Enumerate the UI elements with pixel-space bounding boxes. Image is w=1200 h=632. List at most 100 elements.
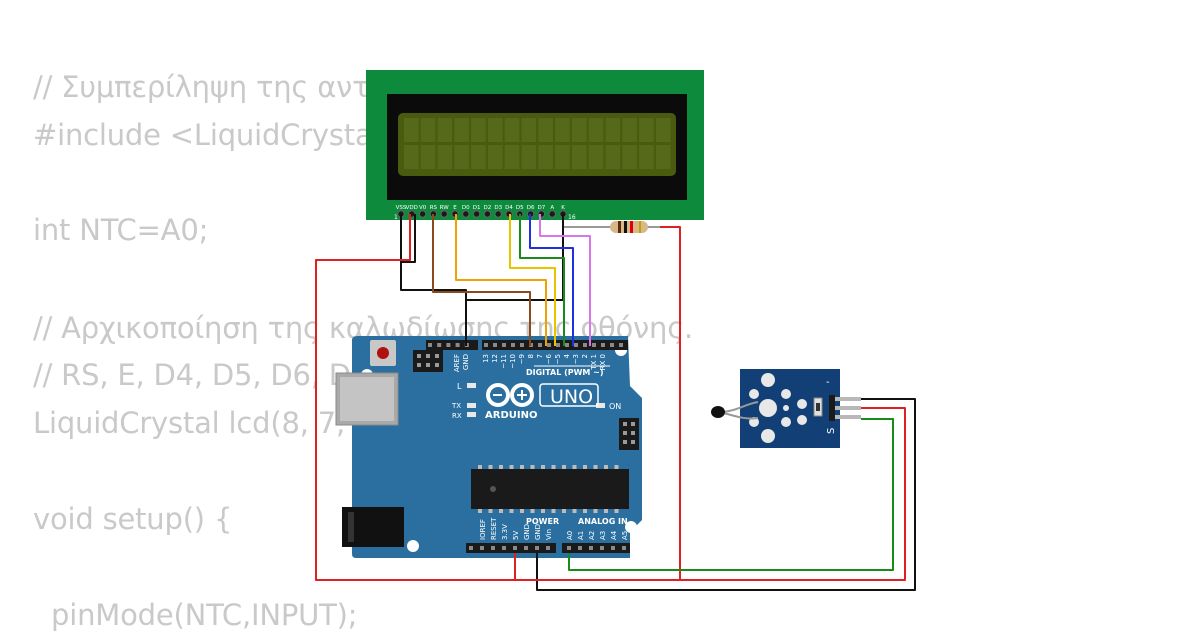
header-pin[interactable] (610, 343, 614, 347)
lcd-character-cell (555, 118, 570, 142)
arduino-brand-label: ARDUINO (485, 410, 537, 421)
lcd-pin-rw[interactable] (440, 210, 448, 218)
header-pin[interactable] (491, 546, 495, 550)
header-pin[interactable] (556, 343, 560, 347)
digital-pin-label: 2 (581, 354, 589, 358)
lcd-character-cell (404, 118, 419, 142)
ntc-sensor-module[interactable]: - S (711, 369, 861, 448)
lcd-pin-label: D5 (516, 205, 524, 211)
backlight-resistor[interactable] (563, 221, 660, 233)
chip-leg (562, 509, 566, 513)
header-pin[interactable] (437, 343, 442, 347)
lcd-pin-d1[interactable] (472, 210, 481, 218)
header-pin[interactable] (493, 343, 497, 347)
lcd-pin-d3[interactable] (494, 210, 502, 218)
chip-leg (499, 465, 503, 469)
header-pin[interactable] (502, 546, 506, 550)
wire-lcd-vdd-5v (315, 214, 516, 581)
mounting-hole (625, 521, 637, 533)
lcd-pin-a[interactable] (548, 210, 556, 218)
on-led (596, 403, 605, 408)
chip-leg (488, 465, 493, 469)
header-pin[interactable] (520, 343, 524, 347)
chip-leg (509, 465, 514, 469)
lcd-character-cell (454, 118, 469, 142)
digital-pin-label: ~6 (545, 353, 553, 364)
analog-header (562, 543, 630, 553)
header-pin[interactable] (428, 343, 432, 347)
header-pin[interactable] (589, 546, 593, 550)
header-pin[interactable] (619, 343, 623, 347)
header-pin[interactable] (567, 546, 571, 550)
header-pin[interactable] (535, 546, 539, 550)
sensor-pin (835, 406, 861, 410)
digital-pin-label: TX 1 (590, 354, 598, 371)
power-pin-label: GND (534, 524, 542, 540)
lcd-pin-label: K (561, 205, 565, 211)
power-pin-label: GND (523, 524, 531, 540)
header-pin[interactable] (592, 343, 596, 347)
header-pin[interactable] (622, 546, 626, 550)
header-pin[interactable] (455, 343, 460, 347)
lcd-character-cell (572, 145, 587, 169)
wire-lcd-d6-pin4 (529, 214, 574, 346)
lcd-pin-label: D3 (494, 205, 502, 211)
header-pin[interactable] (611, 546, 615, 550)
header-pin[interactable] (546, 546, 550, 550)
lcd-character-cell (656, 145, 671, 169)
lcd-pin-first-number: 1 (394, 214, 398, 221)
sensor-pcb (740, 369, 840, 448)
atmega-chip (471, 469, 629, 509)
header-pin[interactable] (601, 343, 605, 347)
lcd-pin-label: RW (440, 205, 450, 211)
analog-in-label: ANALOG IN (578, 517, 628, 526)
header-pin[interactable] (502, 343, 506, 347)
ntc-thermistor-bead (711, 406, 725, 418)
sensor-pad (781, 417, 791, 427)
wire-lcd-d5-pin5 (519, 214, 565, 346)
rx-led-label: RX (452, 412, 462, 420)
header-pin[interactable] (600, 546, 604, 550)
header-pin[interactable] (578, 546, 582, 550)
header-pin[interactable] (511, 343, 515, 347)
wire-lcd-d4-pin6 (509, 214, 556, 346)
digital-pin-label: 7 (536, 354, 544, 358)
lcd-pin-label: D4 (505, 205, 513, 211)
chip-leg (520, 509, 524, 513)
lcd-pin-d2[interactable] (483, 210, 492, 218)
lcd-pin-d0[interactable] (462, 210, 470, 218)
header-pin[interactable] (524, 546, 528, 550)
lcd-pin-label: VSS (396, 205, 407, 211)
header-pin[interactable] (469, 546, 473, 550)
header-pin[interactable] (484, 343, 488, 347)
header-pin[interactable] (480, 546, 484, 550)
lcd-character-cell (488, 118, 503, 142)
digital-pin-label: 4 (563, 353, 571, 358)
wire-sensor-gnd (536, 398, 916, 591)
header-pin[interactable] (565, 343, 569, 347)
header-pin[interactable] (547, 343, 551, 347)
on-led-label: ON (609, 402, 621, 411)
lcd-character-cell (454, 145, 469, 169)
icsp-header-top-pins (417, 354, 439, 367)
header-pin[interactable] (513, 546, 517, 550)
header-pin[interactable] (583, 343, 587, 347)
header-pin[interactable] (538, 343, 542, 347)
power-pin-label: RESET (490, 517, 498, 540)
lcd-pin-label: D7 (538, 205, 546, 211)
lcd-pin-v0[interactable] (418, 210, 427, 218)
bottom-header-pins (469, 546, 626, 550)
chip-leg (551, 465, 556, 469)
resistor-band (618, 221, 621, 233)
lcd-character-cell (572, 118, 587, 142)
header-pin[interactable] (446, 343, 451, 347)
wire-lcd-d7-pin3 (539, 214, 591, 346)
resistor-band (624, 221, 627, 233)
lcd-pin-label: VDD (406, 205, 418, 211)
icsp-header-right (619, 418, 639, 450)
header-pin[interactable] (574, 343, 578, 347)
